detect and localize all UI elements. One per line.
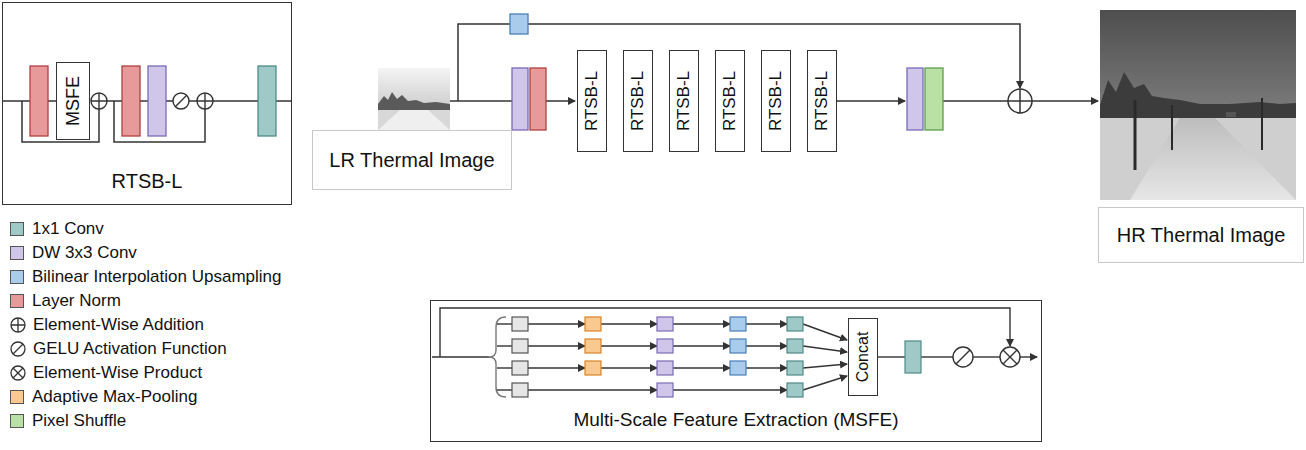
block-box: RTSB-L — [623, 50, 653, 152]
legend-label: Element-Wise Addition — [33, 315, 204, 335]
legend-item: DW 3x3 Conv — [10, 243, 137, 263]
frame-caption: Multi-Scale Feature Extraction (MSFE) — [431, 409, 1041, 431]
box-label: RTSB-L — [766, 71, 786, 131]
box-label: Concat — [853, 331, 871, 382]
legend-label: Pixel Shuffle — [32, 411, 126, 431]
box-label: RTSB-L — [582, 71, 602, 131]
box-label: RTSB-L — [720, 71, 740, 131]
lr-thermal-image — [378, 68, 450, 130]
legend-label: GELU Activation Function — [33, 339, 227, 359]
rtsb-blocks — [30, 66, 276, 136]
image-caption-box: HR Thermal Image — [1098, 207, 1304, 263]
block-frame: RTSB-L MSFE — [2, 2, 292, 205]
block-box: RTSB-L — [669, 50, 699, 152]
legend-swatch — [10, 294, 24, 308]
box-label: RTSB-L — [812, 71, 832, 131]
box-label: LR Thermal Image — [329, 149, 494, 172]
legend-item: 1x1 Conv — [10, 219, 104, 239]
legend-symbol — [10, 341, 26, 357]
box-label: RTSB-L — [628, 71, 648, 131]
rtsb-operators — [91, 93, 213, 109]
msfe-wires — [432, 308, 1037, 397]
legend-swatch — [10, 246, 24, 260]
legend-item: Pixel Shuffle — [10, 411, 126, 431]
msfe-blocks — [512, 317, 921, 397]
legend-item: Layer Norm — [10, 291, 121, 311]
image-caption-box: LR Thermal Image — [312, 130, 512, 190]
legend-symbol — [10, 365, 26, 381]
box-label: RTSB-L — [674, 71, 694, 131]
legend-label: Element-Wise Product — [33, 363, 202, 383]
legend-item: GELU Activation Function — [10, 339, 227, 359]
legend-item: Element-Wise Addition — [10, 315, 204, 335]
legend-label: 1x1 Conv — [32, 219, 104, 239]
pipeline-operators — [1008, 89, 1032, 113]
legend-swatch — [10, 222, 24, 236]
legend-swatch — [10, 390, 24, 404]
block-box: RTSB-L — [761, 50, 791, 152]
block-box: RTSB-L — [807, 50, 837, 152]
box-label: HR Thermal Image — [1117, 224, 1286, 247]
legend-item: Adaptive Max-Pooling — [10, 387, 197, 407]
legend-label: Adaptive Max-Pooling — [32, 387, 197, 407]
frame-caption: RTSB-L — [3, 170, 291, 193]
box-label: MSFE — [62, 75, 83, 125]
block-box: RTSB-L — [577, 50, 607, 152]
hr-thermal-image — [1100, 10, 1296, 200]
legend-label: Layer Norm — [32, 291, 121, 311]
module-box: MSFE — [56, 62, 90, 140]
concat-box: Concat — [848, 318, 878, 396]
legend-swatch — [10, 414, 24, 428]
msfe-operators — [953, 347, 1020, 367]
legend-label: DW 3x3 Conv — [32, 243, 137, 263]
legend-symbol — [10, 317, 26, 333]
block-box: RTSB-L — [715, 50, 745, 152]
legend-item: Element-Wise Product — [10, 363, 202, 383]
legend-item: Bilinear Interpolation Upsampling — [10, 267, 281, 287]
legend-label: Bilinear Interpolation Upsampling — [32, 267, 281, 287]
legend-swatch — [10, 270, 24, 284]
module-frame: Multi-Scale Feature Extraction (MSFE) Con… — [430, 300, 1042, 442]
